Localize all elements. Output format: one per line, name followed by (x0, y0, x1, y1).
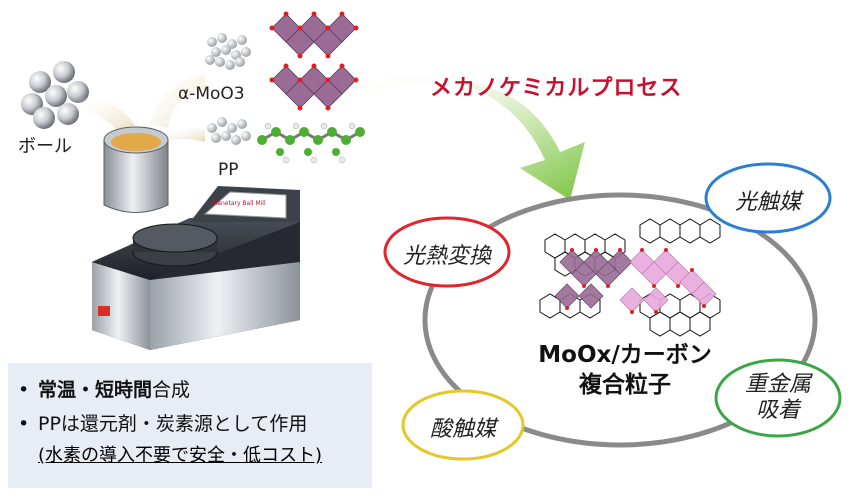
bubble-photocatalyst: 光触媒 (734, 190, 801, 215)
moo3-flow (150, 75, 205, 128)
bullet-icon: • (18, 379, 30, 401)
note-item-2-text: PPは還元剤・炭素源として作用 (38, 413, 308, 435)
milling-jar (103, 126, 169, 213)
product-region-ellipse (422, 192, 818, 448)
note-item-2: • PPは還元剤・炭素源として作用 (8, 407, 372, 441)
notes-box: • 常温・短時間合成 • PPは還元剤・炭素源として作用 (水素の導入不要で安全… (8, 363, 372, 488)
ball-cluster (21, 61, 89, 129)
pp-label: PP (218, 160, 239, 180)
process-title: メカノケミカルプロセス (430, 76, 683, 101)
machine-power-indicator (98, 306, 110, 316)
moo3-powder (205, 33, 251, 70)
ball-mill-machine: Planetary Ball Mill (92, 186, 300, 350)
note-item-1-bold: 常温・短時間 (38, 379, 153, 401)
product-label-line2: 複合粒子 (579, 372, 671, 398)
bubble-acid-catalyst: 酸触媒 (429, 417, 496, 442)
ball-flow (70, 97, 135, 135)
moox-carbon-structure (539, 218, 721, 337)
bubble-photothermal: 光熱変換 (402, 244, 491, 269)
machine-brand-label: Planetary Ball Mill (212, 200, 266, 207)
bubble-heavy-metal-line1: 重金属 (744, 372, 811, 397)
ball-label: ボール (18, 136, 72, 157)
pp-polymer-chain (257, 122, 365, 164)
product-label-line1: MoOx/カーボン (538, 342, 712, 368)
moo3-crystal-structure (269, 11, 359, 111)
pp-powder (207, 117, 251, 145)
moo3-label: α-MoO3 (178, 84, 245, 104)
pp-flow (165, 127, 205, 142)
bubble-heavy-metal-outline (714, 358, 842, 438)
note-item-2-sub: (水素の導入不要で安全・低コスト) (38, 445, 323, 466)
process-arrow (355, 75, 585, 200)
product-label: MoOx/カーボン 複合粒子 (520, 340, 730, 400)
bubble-acid-catalyst-outline (401, 389, 525, 461)
note-item-1-rest: 合成 (152, 379, 191, 401)
bubble-photocatalyst-outline (704, 162, 832, 234)
bullet-icon: • (18, 413, 30, 435)
note-item-1: • 常温・短時間合成 (8, 373, 372, 407)
bubble-heavy-metal-line2: 吸着 (755, 398, 800, 423)
bubble-photothermal-outline (383, 216, 511, 288)
bubble-heavy-metal: 重金属 吸着 (716, 372, 840, 424)
